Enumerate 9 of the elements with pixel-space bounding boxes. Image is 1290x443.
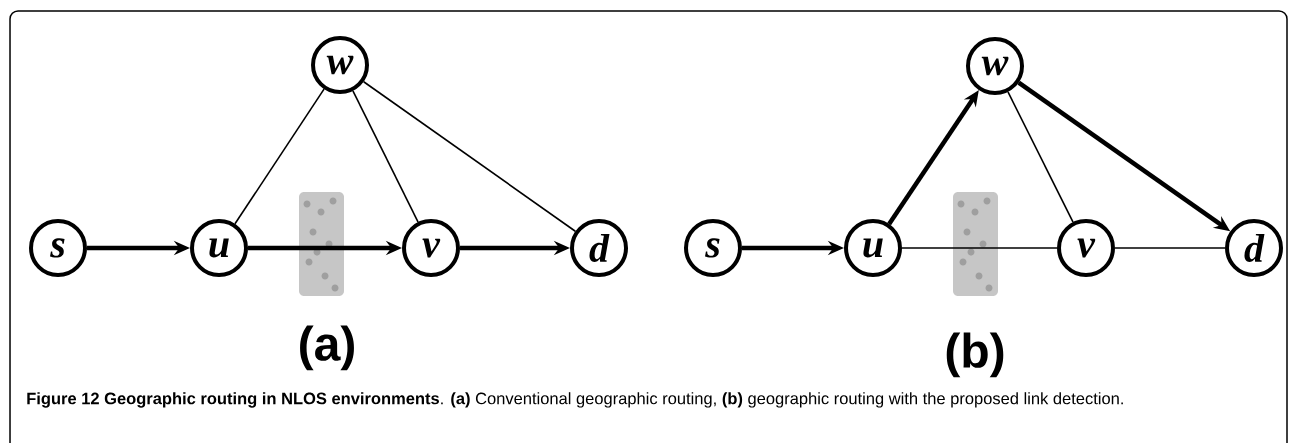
- link-line: [352, 90, 419, 223]
- link-line: [1114, 247, 1226, 249]
- link-line: [1007, 91, 1074, 223]
- panel-label: (b): [946, 332, 1004, 378]
- link-line: [901, 247, 1058, 249]
- caption: Figure 12 Geographic routing in NLOS environments. (a) Conventional geographic routing, (b) geographic routing with the proposed link detection.: [27, 392, 1123, 408]
- link-line: [362, 80, 577, 233]
- panel-label: (a): [300, 325, 354, 371]
- link-line: [234, 88, 325, 225]
